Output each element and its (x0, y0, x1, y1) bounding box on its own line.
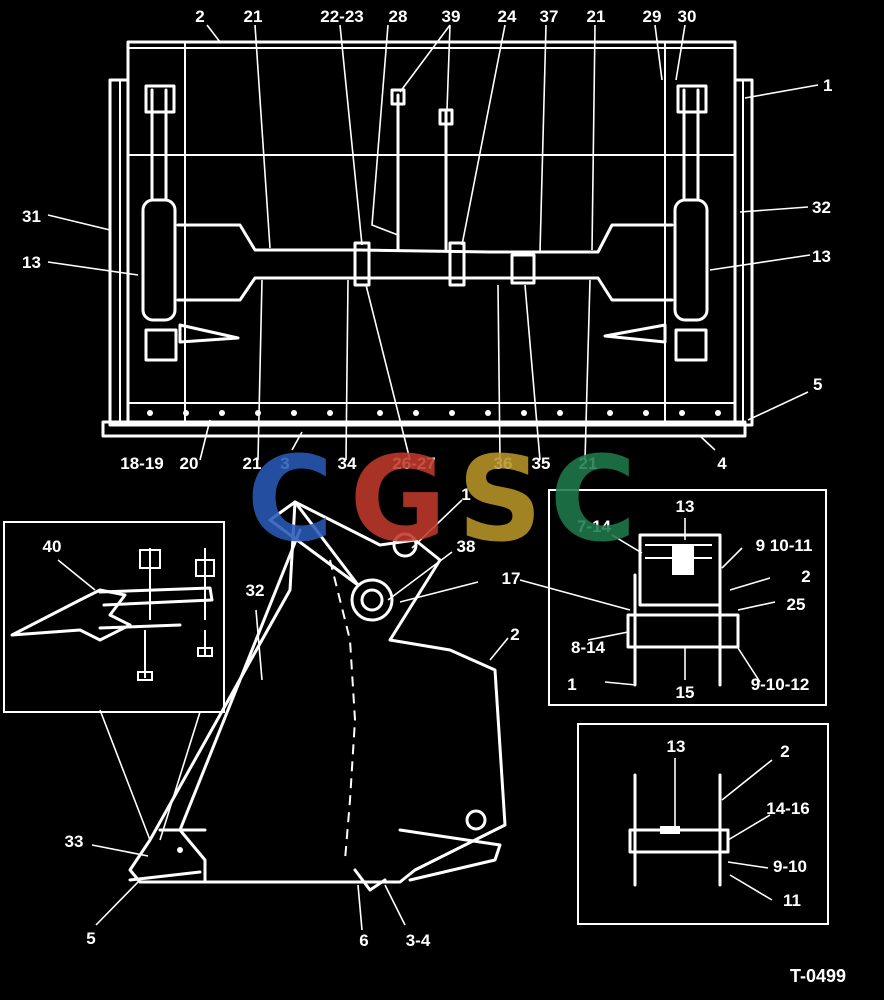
callout-bottom-9: 4 (717, 454, 727, 473)
side-leaders (91, 499, 631, 931)
callout-top-1: 21 (244, 7, 263, 26)
logo-letter-3: C (550, 430, 637, 568)
callout-side-2: 17 (502, 569, 521, 588)
callout-top-9: 30 (678, 7, 697, 26)
callout-right-2: 13 (812, 247, 831, 266)
callout-bottom-4: 34 (338, 454, 357, 473)
callout-pin-bottom-3: 9-10 (773, 857, 807, 876)
callout-side-8: 3-4 (406, 931, 431, 950)
callout-top-6: 37 (540, 7, 559, 26)
inset-tooth (3, 521, 225, 713)
callout-bottom-8: 21 (579, 454, 598, 473)
bucket-rear-view (101, 40, 754, 438)
callout-pin-bottom-2: 14-16 (766, 799, 809, 818)
callout-bottom-6: 36 (494, 454, 513, 473)
callout-top-7: 21 (587, 7, 606, 26)
callout-tooth-0: 40 (43, 537, 62, 556)
callout-bottom-1: 20 (180, 454, 199, 473)
callout-right-3: 5 (813, 375, 822, 394)
callout-right-1: 32 (812, 198, 831, 217)
callout-labels: 2 21 22-23 28 39 24 37 21 29 30 1 32 13 … (22, 7, 832, 950)
callout-bottom-3: 3 (280, 454, 289, 473)
inset-pin-top (548, 489, 827, 706)
logo-letter-1: G (350, 430, 447, 568)
hydraulic-lines (176, 88, 674, 302)
callout-top-2: 22-23 (320, 7, 363, 26)
callout-pin-bottom-1: 2 (780, 742, 789, 761)
callout-pin-top-2: 9 10-11 (756, 536, 813, 555)
callout-side-7: 6 (359, 931, 368, 950)
callout-left-0: 31 (22, 207, 41, 226)
callout-pin-top-0: 13 (676, 497, 695, 516)
left-cylinder (141, 84, 178, 362)
callout-pin-bottom-0: 13 (667, 737, 686, 756)
callout-top-0: 2 (195, 7, 204, 26)
callout-left-1: 13 (22, 253, 41, 272)
callout-pin-top-6: 1 (567, 675, 576, 694)
callout-pin-top-7: 15 (676, 683, 695, 702)
top-leaders (47, 24, 819, 461)
inset-tooth-leader (57, 559, 96, 591)
callout-right-0: 1 (823, 76, 832, 95)
callout-pin-top-5: 8-14 (571, 638, 606, 657)
callout-pin-bottom-4: 11 (783, 891, 801, 910)
inset-pin-top-leaders (587, 518, 776, 686)
callout-pin-top-3: 2 (801, 567, 810, 586)
callout-top-3: 28 (389, 7, 408, 26)
callout-pin-top-1: 7-14 (577, 517, 612, 536)
inset-pin-bottom-leaders (674, 758, 773, 901)
callout-pin-top-4: 25 (787, 595, 806, 614)
figure-id: T-0499 (790, 966, 846, 986)
callout-side-5: 33 (65, 832, 84, 851)
right-cylinder (673, 84, 709, 362)
callout-bottom-0: 18-19 (120, 454, 163, 473)
callout-side-6: 5 (86, 929, 95, 948)
callout-top-4: 39 (442, 7, 461, 26)
callout-top-8: 29 (643, 7, 662, 26)
callout-pin-top-8: 9-10-12 (751, 675, 810, 694)
logo-letter-2: S (458, 430, 543, 568)
callout-side-0: 1 (461, 485, 470, 504)
callout-side-3: 32 (246, 581, 265, 600)
callout-bottom-2: 21 (243, 454, 262, 473)
callout-bottom-7: 35 (532, 454, 551, 473)
inset-pin-bottom (577, 723, 829, 925)
callout-top-5: 24 (498, 7, 517, 26)
callout-side-1: 38 (457, 537, 476, 556)
watermark-logo: C G S C (247, 430, 637, 568)
callout-side-4: 2 (510, 625, 519, 644)
logo-letter-0: C (247, 430, 334, 568)
bucket-side-view (128, 500, 507, 892)
edge-bolts (147, 410, 721, 416)
callout-bottom-5: 26-27 (392, 454, 435, 473)
